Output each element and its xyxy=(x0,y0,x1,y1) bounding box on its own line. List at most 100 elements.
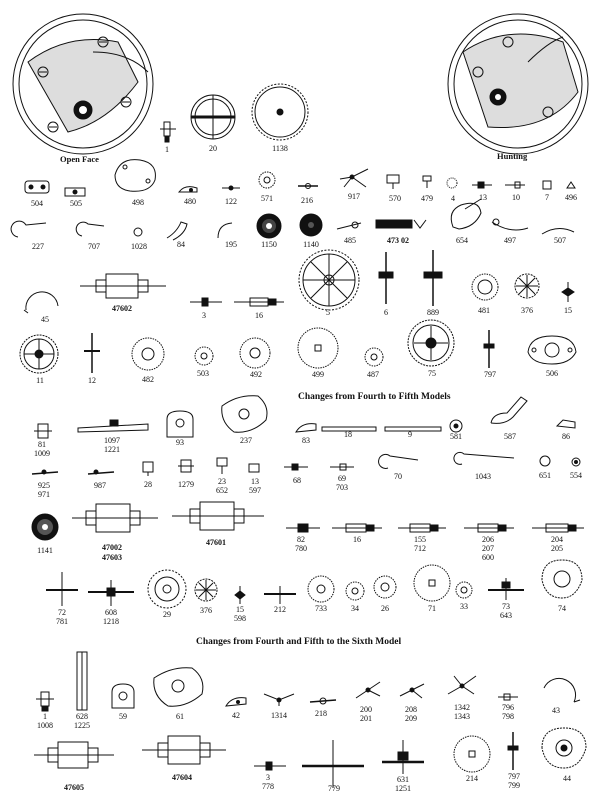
part-label: 43 xyxy=(552,706,560,715)
part-12 xyxy=(84,333,100,373)
part-label: 83 xyxy=(302,436,310,445)
part-label: 44 xyxy=(563,774,571,783)
part-label: 18 xyxy=(344,430,352,439)
part-1028 xyxy=(133,227,143,237)
part-797 xyxy=(483,330,495,368)
part-73 xyxy=(488,578,524,600)
part-155 xyxy=(398,523,446,533)
part-505 xyxy=(64,187,86,197)
part-504 xyxy=(24,180,50,194)
part-label: 376 xyxy=(521,306,533,315)
part-18 xyxy=(321,426,377,432)
part-33 xyxy=(455,581,473,599)
part-label: 504 xyxy=(31,199,43,208)
part-label: 778 xyxy=(262,782,274,791)
part-45 xyxy=(23,291,59,314)
part-1342 xyxy=(447,675,477,695)
part-label: 71 xyxy=(428,604,436,613)
part-label: 631 xyxy=(397,775,409,784)
part-6 xyxy=(378,252,394,304)
part-label: 651 xyxy=(539,471,551,480)
part-16 xyxy=(234,297,284,307)
part-label: 75 xyxy=(428,369,436,378)
part-797b xyxy=(507,732,519,770)
part-label: 72 xyxy=(58,608,66,617)
part-72 xyxy=(46,572,78,606)
part-label: 971 xyxy=(38,490,50,499)
part-4 xyxy=(446,177,458,189)
part-86 xyxy=(555,419,576,429)
part-label: 3 xyxy=(266,773,270,782)
part-507 xyxy=(541,228,575,235)
part-43 xyxy=(543,677,581,703)
part-label: 218 xyxy=(315,709,327,718)
part-label: 93 xyxy=(176,438,184,447)
part-917 xyxy=(339,168,369,188)
part-218 xyxy=(309,697,337,705)
part-label: 209 xyxy=(405,714,417,723)
part-label: 47602 xyxy=(112,304,132,313)
part-label: 505 xyxy=(70,199,82,208)
part-5-wheel xyxy=(298,249,360,311)
part-587 xyxy=(490,396,528,424)
part-label: 481 xyxy=(478,306,490,315)
part-label: 600 xyxy=(482,553,494,562)
part-label: 1218 xyxy=(103,617,119,626)
part-206 xyxy=(464,523,514,533)
part-496 xyxy=(566,181,576,189)
part-label: 1150 xyxy=(261,240,277,249)
part-7 xyxy=(542,180,552,190)
part-label: 987 xyxy=(94,481,106,490)
part-label: 69 xyxy=(338,474,346,483)
part-label: 1314 xyxy=(271,711,287,720)
part-482 xyxy=(131,337,165,371)
part-label: 16 xyxy=(353,535,361,544)
part-label: 796 xyxy=(502,703,514,712)
part-492 xyxy=(239,337,271,369)
part-1138-wheel xyxy=(251,83,309,141)
part-label: 570 xyxy=(389,194,401,203)
part-label: 598 xyxy=(234,614,246,623)
part-13b xyxy=(248,463,260,473)
part-13 xyxy=(472,181,492,189)
part-label: 587 xyxy=(504,432,516,441)
part-237 xyxy=(221,395,268,433)
part-label: 6 xyxy=(384,308,388,317)
part-label: 15 xyxy=(564,306,572,315)
part-label: 499 xyxy=(312,370,324,379)
part-label: 733 xyxy=(315,604,327,613)
part-214 xyxy=(453,735,491,773)
part-487 xyxy=(364,347,384,367)
part-label: 227 xyxy=(32,242,44,251)
part-498 xyxy=(114,159,156,192)
part-26 xyxy=(373,575,397,599)
part-label: 16 xyxy=(255,311,263,320)
part-9 xyxy=(384,426,442,432)
part-label: 496 xyxy=(565,193,577,202)
part-label: 28 xyxy=(144,480,152,489)
part-1141 xyxy=(31,513,59,541)
part-1043 xyxy=(453,451,515,465)
part-216 xyxy=(298,183,318,189)
part-label: 917 xyxy=(348,192,360,201)
part-label: 47604 xyxy=(172,773,192,782)
part-499 xyxy=(297,327,339,369)
part-label: 34 xyxy=(351,604,359,613)
part-label: 581 xyxy=(450,432,462,441)
part-44 xyxy=(541,727,587,769)
part-label: 1342 xyxy=(454,703,470,712)
part-label: 237 xyxy=(240,436,252,445)
part-label: 506 xyxy=(546,369,558,378)
part-label: 1028 xyxy=(131,242,147,251)
part-label: 86 xyxy=(562,432,570,441)
part-label: 47605 xyxy=(64,783,84,792)
part-label: 507 xyxy=(554,236,566,245)
part-376 xyxy=(514,273,540,299)
part-1314 xyxy=(263,693,295,706)
part-label: 482 xyxy=(142,375,154,384)
part-label: 212 xyxy=(274,605,286,614)
part-200 xyxy=(355,681,381,699)
part-label: 480 xyxy=(184,197,196,206)
part-label: 73 xyxy=(502,602,510,611)
part-label: 12 xyxy=(88,376,96,385)
